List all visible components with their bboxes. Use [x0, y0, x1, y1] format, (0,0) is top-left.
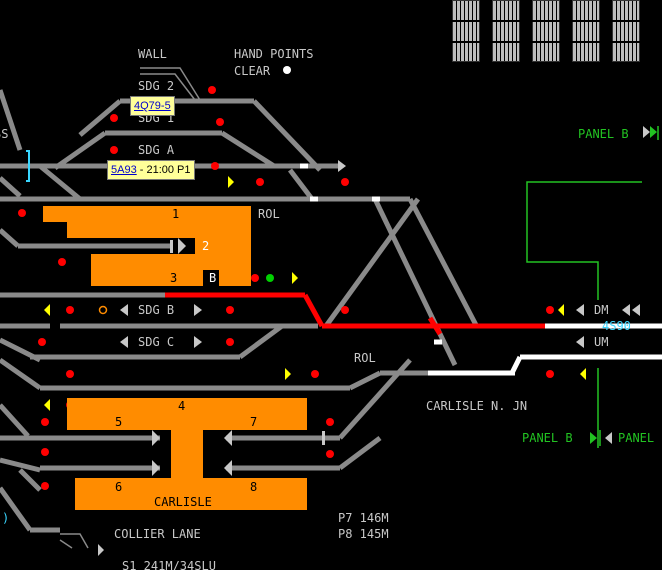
button-bank: [452, 0, 662, 62]
tooltip-detail: - 21:00 P1: [136, 164, 191, 176]
label-ss: SS: [0, 127, 9, 141]
panel-button[interactable]: [532, 0, 560, 62]
platform-number-8: 8: [250, 480, 258, 494]
idle-track: [0, 89, 479, 533]
platform-letter-b: B: [209, 271, 217, 285]
platform-1: [43, 206, 251, 222]
label-hand-points: HAND POINTS: [234, 47, 314, 61]
tooltip-headcode[interactable]: 4Q79-5: [134, 100, 171, 112]
tooltip-headcode[interactable]: 5A93: [111, 164, 137, 176]
label-p7: P7 146M: [338, 511, 389, 525]
station-name-carlisle: CARLISLE: [154, 495, 212, 509]
platform-number-3: 3: [170, 271, 178, 285]
siding-links: [59, 67, 201, 549]
platform-5: [67, 398, 307, 430]
label-sdg-c: SDG C: [138, 335, 175, 349]
direction-arrows: [120, 126, 650, 444]
label-collier-lane: COLLIER LANE: [114, 527, 201, 541]
train-description-4s90[interactable]: 4S90: [602, 319, 631, 333]
button-bank-divider: [452, 41, 662, 43]
panel-button[interactable]: [452, 0, 480, 62]
label-carlisle-n-jn: CARLISLE N. JN: [426, 399, 528, 413]
label-rol-upper: ROL: [258, 207, 280, 221]
panel-button[interactable]: [572, 0, 600, 62]
train-tooltip-5a93[interactable]: 5A93 - 21:00 P1: [107, 160, 195, 180]
set-route-track: [300, 163, 662, 376]
train-tooltip-4q79[interactable]: 4Q79-5: [130, 96, 175, 116]
ss-bracket: [26, 150, 30, 182]
panel-b-top-arrow: [650, 126, 657, 138]
label-sdg-2: SDG 2: [138, 79, 175, 93]
label-s1: S1 241M/34SLU: [122, 559, 216, 570]
hand-points-indicator: [283, 66, 291, 74]
label-um: UM: [594, 335, 609, 349]
panel-b-link-top[interactable]: PANEL B: [578, 127, 629, 141]
panel-link-bottom-right[interactable]: PANEL: [618, 431, 655, 445]
label-wall: WALL: [138, 47, 167, 61]
label-p8: P8 145M: [338, 527, 389, 541]
signal-off-indicator: [98, 305, 108, 315]
platform-number-6: 6: [115, 480, 123, 494]
platform-number-2: 2: [202, 239, 210, 253]
occupied-track: [165, 292, 545, 336]
platform-1-lower: [67, 222, 251, 238]
label-clear: CLEAR: [234, 64, 271, 78]
label-paren: ): [2, 511, 10, 525]
label-rol-lower: ROL: [354, 351, 376, 365]
platform-number-4: 4: [178, 399, 186, 413]
signal-green: [266, 274, 274, 282]
buffer-stops: [98, 160, 346, 556]
platform-3: [91, 254, 251, 286]
platform-stem: [171, 430, 203, 478]
panel-button[interactable]: [492, 0, 520, 62]
label-dm: DM: [594, 303, 609, 317]
platform-number-1: 1: [172, 207, 180, 221]
button-bank-divider: [452, 20, 662, 22]
label-sdg-b: SDG B: [138, 303, 175, 317]
platform-number-7: 7: [250, 415, 258, 429]
platform-2: [195, 238, 251, 254]
platform-b-box: [203, 270, 219, 286]
panel-b-link-bottom[interactable]: PANEL B: [522, 431, 573, 445]
panel-button[interactable]: [612, 0, 640, 62]
label-sdg-a: SDG A: [138, 143, 175, 157]
platform-6-8: [75, 478, 307, 510]
panel-b-link-line: [526, 181, 642, 300]
panel-b-bottom-arrow: [590, 432, 597, 444]
platform-number-5: 5: [115, 415, 123, 429]
